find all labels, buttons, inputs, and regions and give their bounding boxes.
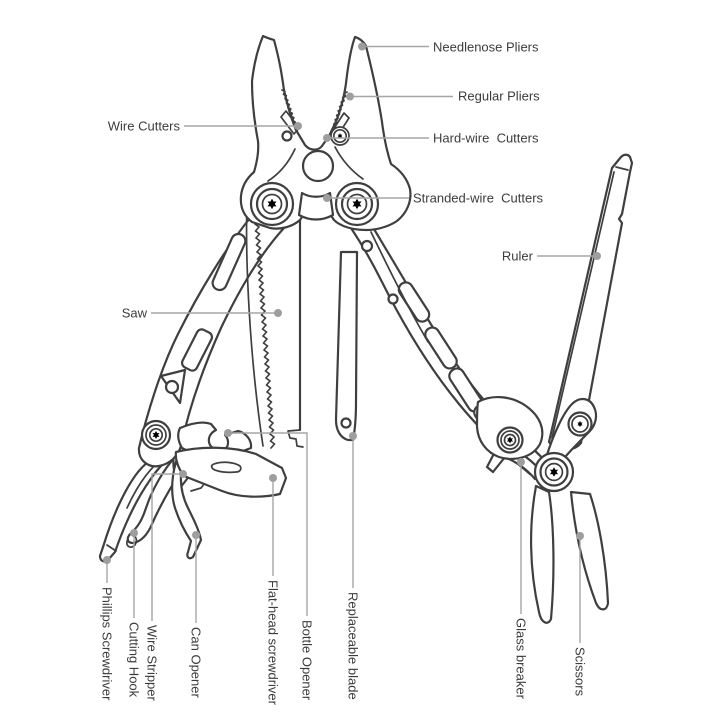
- torx-screw: [334, 181, 380, 227]
- pivot-hole: [301, 149, 335, 183]
- label-wire-cutters: Wire Cutters: [108, 119, 181, 134]
- torx-screw: [533, 451, 575, 493]
- serration-left: [281, 89, 298, 131]
- label-glass-breaker: Glass breaker: [514, 618, 529, 700]
- label-bottle-opener: Bottle Opener: [300, 620, 315, 701]
- label-wire-stripper: Wire Stripper: [145, 625, 160, 702]
- leader-can-opener: [192, 531, 200, 623]
- center-shaft: [287, 216, 304, 448]
- leader-hard-wire-cutters: [323, 134, 429, 142]
- label-replaceable-blade: Replaceable blade: [346, 592, 361, 700]
- label-scissors: Scissors: [573, 647, 588, 697]
- torx-screw: [496, 426, 524, 454]
- leader-cutting-hook: [130, 529, 138, 618]
- serration-right: [331, 91, 348, 133]
- saw-blade: [245, 195, 276, 449]
- torx-screw: [330, 126, 350, 146]
- torx-screw: [140, 419, 172, 451]
- leader-regular-pliers: [346, 92, 453, 101]
- label-stranded-wire-cutters: Stranded-wire Cutters: [413, 191, 544, 206]
- leader-wire-cutters: [184, 122, 302, 130]
- leader-glass-breaker: [517, 458, 525, 614]
- replaceable-blade: [334, 250, 359, 442]
- torx-screw: [567, 411, 593, 437]
- label-needlenose-pliers: Needlenose Pliers: [433, 40, 539, 55]
- phillips-screwdriver-tool: [98, 446, 180, 563]
- label-can-opener: Can Opener: [189, 627, 204, 698]
- leader-saw: [151, 309, 282, 317]
- label-ruler: Ruler: [502, 249, 534, 264]
- label-saw: Saw: [122, 306, 148, 321]
- leader-replaceable-blade: [349, 432, 357, 588]
- pliers-head: [239, 34, 412, 232]
- label-regular-pliers: Regular Pliers: [458, 89, 540, 104]
- leader-lines: [103, 42, 601, 643]
- label-hard-wire-cutters: Hard-wire Cutters: [433, 131, 539, 146]
- leader-phillips-screwdriver: [103, 556, 111, 583]
- leader-needlenose-pliers: [358, 42, 429, 51]
- label-flat-head-screwdriver: Flat-head screwdriver: [266, 580, 281, 706]
- leader-stranded-wire-cutters: [323, 194, 409, 202]
- leader-flat-head-screwdriver: [269, 474, 277, 576]
- leader-bottle-opener: [224, 429, 308, 616]
- multitool-drawing: [98, 34, 634, 624]
- label-cutting-hook: Cutting Hook: [127, 622, 142, 698]
- left-handle: [137, 216, 286, 468]
- part-labels: Needlenose Pliers Regular Pliers Wire Cu…: [100, 40, 588, 706]
- leader-scissors: [576, 532, 584, 643]
- flat-head-screwdriver-tool: [174, 446, 288, 498]
- torx-screw: [249, 181, 295, 227]
- label-phillips-screwdriver: Phillips Screwdriver: [100, 587, 115, 701]
- leader-ruler: [537, 252, 601, 260]
- leader-wire-stripper: [151, 470, 187, 621]
